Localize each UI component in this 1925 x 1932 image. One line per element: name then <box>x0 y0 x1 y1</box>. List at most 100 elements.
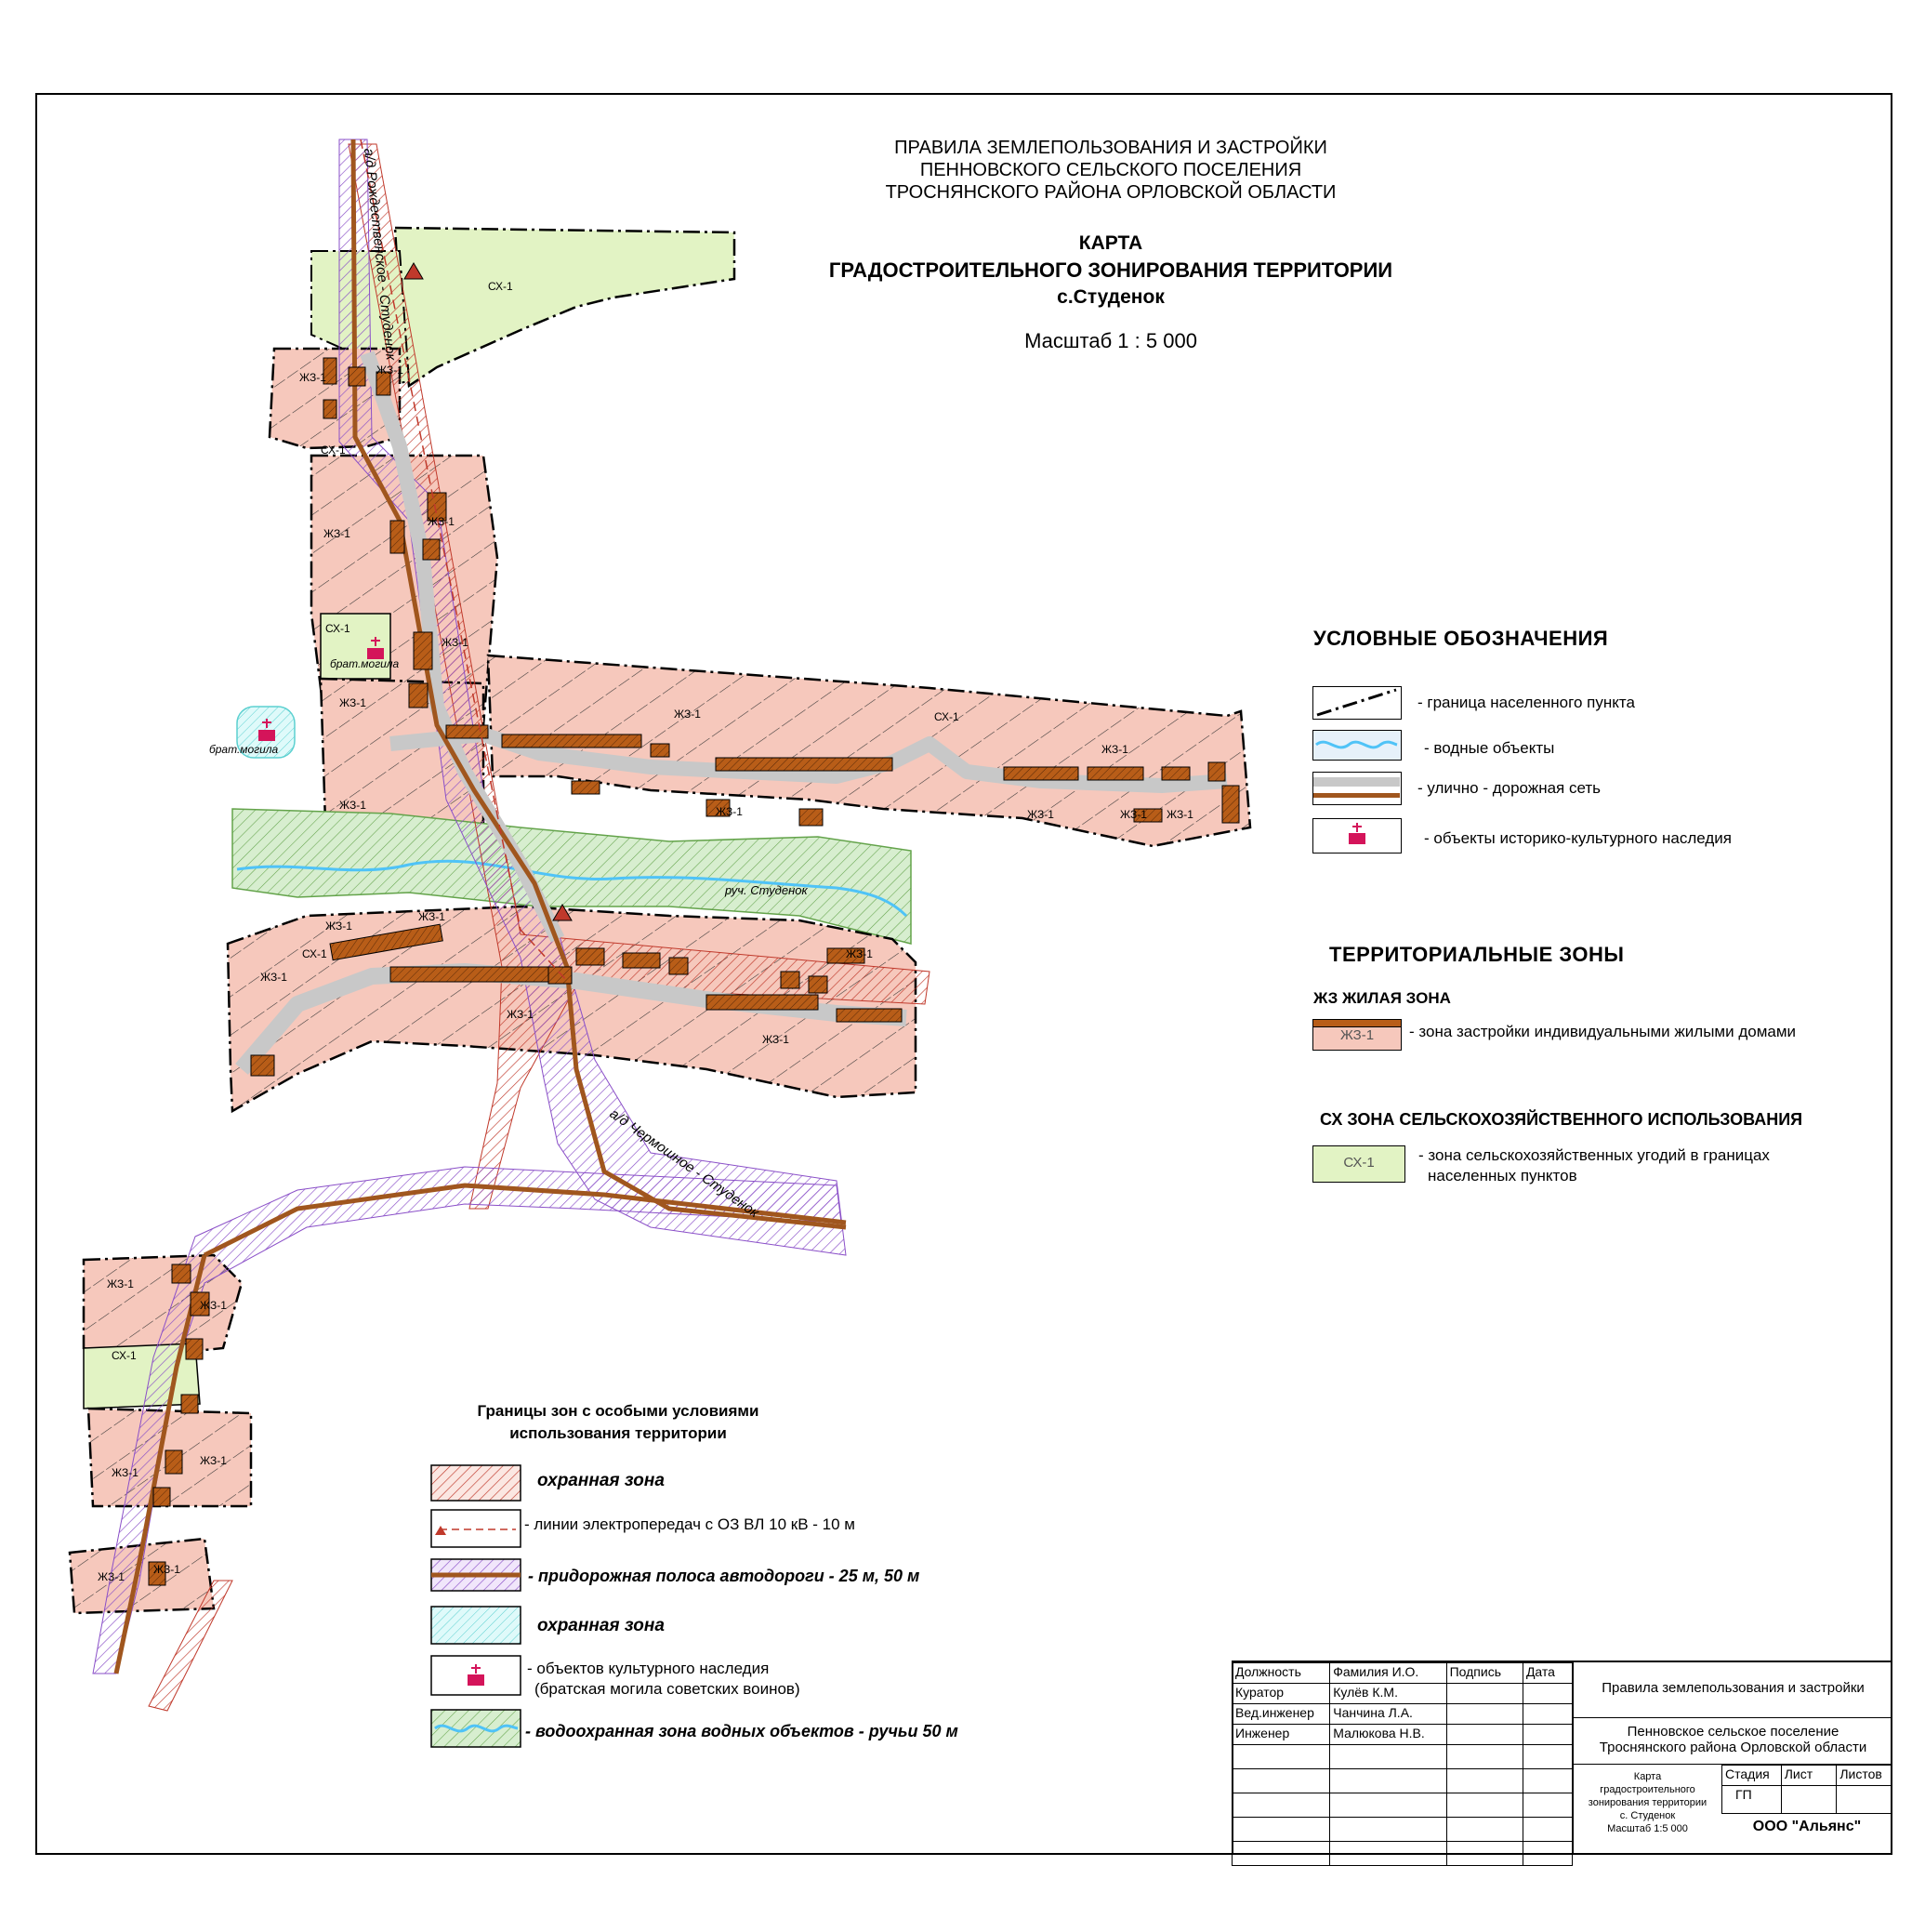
zone-label: ЖЗ-1 <box>1101 743 1128 756</box>
agri-zone-north <box>393 226 736 389</box>
zone-label: ЖЗ-1 <box>339 696 366 709</box>
map-title-2: ГРАДОСТРОИТЕЛЬНОГО ЗОНИРОВАНИЯ ТЕРРИТОРИ… <box>828 258 1393 282</box>
water-swatch <box>1312 730 1402 761</box>
zone-label: СХ-1 <box>934 710 959 723</box>
stamp-empty-cell <box>1231 1744 1331 1769</box>
zone-label: ЖЗ-1 <box>507 1008 534 1021</box>
stamp-empty-cell <box>1522 1817 1574 1842</box>
residential-swatch: ЖЗ-1 <box>1312 1019 1402 1051</box>
stamp-sheet-line: с. Студенок <box>1619 1810 1676 1821</box>
heritage-object-swatch <box>430 1655 521 1696</box>
water-protection-zone <box>231 808 912 945</box>
stamp-lists-header: Листов <box>1836 1765 1892 1786</box>
stamp-empty-cell <box>1445 1768 1523 1793</box>
stamp-date-cell <box>1522 1724 1574 1745</box>
zone-label: ЖЗ-1 <box>107 1277 134 1290</box>
stamp-date-cell <box>1522 1683 1574 1704</box>
zone-label: ЖЗ-1 <box>442 636 468 649</box>
power-pole-icon <box>552 904 573 921</box>
stamp-lists-value <box>1836 1785 1892 1814</box>
stream-label: руч. Студенок <box>724 883 808 897</box>
map-title-1: КАРТА <box>1078 232 1143 254</box>
road-swatch <box>1312 772 1402 805</box>
legend-boundary-label: - граница населенного пункта <box>1417 694 1635 711</box>
stamp-position: Инженер <box>1231 1724 1331 1745</box>
zone-label: ЖЗ-1 <box>1120 808 1147 821</box>
zone-label: ЖЗ-1 <box>325 920 352 933</box>
stamp-org-line-2: Троснянского района Орловской области <box>1599 1740 1867 1755</box>
stamp-empty-cell <box>1522 1768 1574 1793</box>
stamp-empty-cell <box>1231 1817 1331 1842</box>
zone-label: ЖЗ-1 <box>1167 808 1193 821</box>
zone-label: ЖЗ-1 <box>674 708 701 721</box>
agri-swatch: СХ-1 <box>1312 1145 1405 1183</box>
cyan-protection-zone-swatch <box>430 1606 521 1645</box>
zone-label: ЖЗ-1 <box>260 971 287 984</box>
stamp-empty-cell <box>1231 1768 1331 1793</box>
zones-title: ТЕРРИТОРИАЛЬНЫЕ ЗОНЫ <box>1329 943 1625 966</box>
special-heritage-label-2: (братская могила советских воинов) <box>534 1680 800 1698</box>
grave-label: брат.могила <box>330 657 400 670</box>
zone-label: ЖЗ-1 <box>428 515 455 528</box>
stamp-position: Куратор <box>1231 1683 1331 1704</box>
zone-label: СХ-1 <box>321 443 346 457</box>
protection-zone-swatch <box>430 1464 521 1502</box>
stamp-project-title: Правила землепользования и застройки <box>1573 1661 1892 1718</box>
stamp-sign-cell <box>1445 1703 1523 1725</box>
stamp-signatures-table: Должность Фамилия И.О. Подпись Дата Кура… <box>1231 1662 1574 1866</box>
road-chermoshnoe-studenok <box>203 1183 847 1258</box>
special-cyan-zone-label: охранная зона <box>537 1616 665 1635</box>
zone-label: ЖЗ-1 <box>846 947 873 960</box>
heritage-grave-icon <box>367 637 384 659</box>
heritage-icon <box>1349 823 1365 844</box>
stamp-empty-cell <box>1231 1841 1331 1866</box>
special-swatches <box>430 1464 521 1748</box>
stamp-empty-cell <box>1445 1793 1523 1818</box>
stamp-sheet-line: Масштаб 1:5 000 <box>1607 1823 1688 1834</box>
header-line-2: ПЕННОВСКОГО СЕЛЬСКОГО ПОСЕЛЕНИЯ <box>919 160 1302 180</box>
special-protection-zone-label: охранная зона <box>537 1471 665 1490</box>
header-line-1: ПРАВИЛА ЗЕМЛЕПОЛЬЗОВАНИЯ И ЗАСТРОЙКИ <box>894 138 1327 158</box>
buildings <box>148 357 1240 1586</box>
zone-label: ЖЗ-1 <box>200 1454 227 1467</box>
zone-label: ЖЗ-1 <box>376 364 403 377</box>
water-wave-icon <box>1315 740 1398 749</box>
stamp-sheet-line: градостроительного <box>1600 1784 1695 1795</box>
zone-label: ЖЗ-1 <box>323 527 350 540</box>
power-pole-icon <box>403 262 424 280</box>
zone-label: ЖЗ-1 <box>1027 808 1054 821</box>
stamp-empty-cell <box>1329 1768 1447 1793</box>
legend-heritage-label: - объекты историко-культурного наследия <box>1424 829 1732 847</box>
stamp-empty-cell <box>1329 1817 1447 1842</box>
stamp-sheet-line: Карта <box>1633 1771 1662 1782</box>
powerline-protection-zone-sw <box>148 1580 233 1712</box>
special-title-1: Границы зон с особыми условиями <box>477 1402 759 1420</box>
stamp-empty-cell <box>1329 1744 1447 1769</box>
zone-label: ЖЗ-1 <box>112 1466 138 1479</box>
stamp-list-value <box>1780 1785 1838 1814</box>
heritage-swatch <box>1312 818 1402 854</box>
zone-label: ЖЗ-1 <box>716 805 743 818</box>
stamp-name: Малюкова Н.В. <box>1329 1724 1447 1745</box>
agri-label-1: - зона сельскохозяйственных угодий в гра… <box>1418 1146 1770 1164</box>
zone-label: СХ-1 <box>112 1349 137 1362</box>
stamp-stage-table: Стадия Лист Листов ГП <box>1721 1765 1892 1814</box>
stamp-header-date: Дата <box>1522 1662 1574 1684</box>
residential-zone-east <box>486 654 1252 848</box>
agri-code: СХ-1 <box>1343 1155 1375 1171</box>
road-rozhdestvenskoe-studenok <box>350 139 847 1230</box>
legend-title: УСЛОВНЫЕ ОБОЗНАЧЕНИЯ <box>1313 627 1609 650</box>
water-protection-swatch <box>430 1709 521 1748</box>
special-title-2: использования территории <box>509 1424 727 1442</box>
stamp-sheet-title: Карта градостроительного зонирования тер… <box>1573 1765 1721 1855</box>
stamp-header-name: Фамилия И.О. <box>1329 1662 1447 1684</box>
residential-heading: ЖЗ ЖИЛАЯ ЗОНА <box>1313 989 1451 1007</box>
special-powerline-label: - линии электропередач с ОЗ ВЛ 10 кВ - 1… <box>524 1515 855 1533</box>
stamp-header-position: Должность <box>1231 1662 1331 1684</box>
map-scale: Масштаб 1 : 5 000 <box>1024 329 1197 352</box>
zone-label: ЖЗ-1 <box>200 1299 227 1312</box>
zone-label: ЖЗ-1 <box>339 799 366 812</box>
heritage-grave-icon <box>258 719 275 741</box>
header-line-3: ТРОСНЯНСКОГО РАЙОНА ОРЛОВСКОЙ ОБЛАСТИ <box>885 182 1337 203</box>
